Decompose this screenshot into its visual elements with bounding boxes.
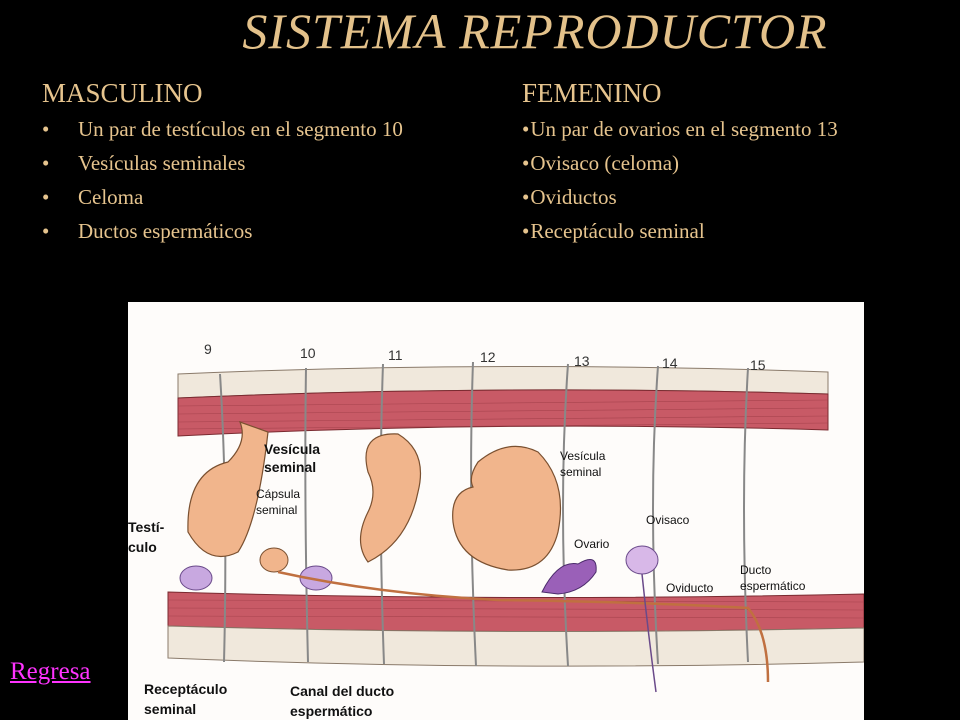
masculino-column: MASCULINO •Un par de testículos en el se… (42, 78, 462, 253)
diagram-label: Ducto (740, 563, 772, 577)
seminal-vesicle-1 (187, 420, 269, 558)
bullet-icon: • (42, 219, 50, 243)
seminal-receptacle (299, 565, 333, 591)
bullet-icon: • (522, 185, 530, 209)
slide-title: SISTEMA REPRODUCTOR (242, 3, 828, 59)
diagram-svg: 9 10 11 12 13 14 15 Vesícula seminal Cáp… (128, 341, 864, 719)
segment-number: 14 (662, 355, 678, 371)
bullet-icon: • (42, 151, 50, 175)
list-item: •Un par de ovarios en el segmento 13 (522, 117, 838, 141)
segment-number: 11 (388, 347, 403, 363)
seminal-vesicle-3 (452, 445, 561, 571)
diagram-label: Oviducto (666, 581, 714, 595)
bullet-icon: • (522, 219, 530, 243)
bullet-icon: • (522, 151, 530, 175)
diagram-label: espermático (740, 579, 806, 593)
diagram-label: seminal (264, 459, 316, 475)
seminal-receptacle (179, 565, 213, 591)
list-item: •Ductos espermáticos (42, 219, 253, 243)
femenino-heading: FEMENINO (522, 78, 662, 108)
diagram-label: seminal (560, 465, 601, 479)
femenino-list: •Un par de ovarios en el segmento 13 •Ov… (522, 117, 942, 243)
diagram-label: Canal del ducto (290, 683, 394, 699)
diagram-label: Testí- (128, 519, 165, 535)
list-item: •Oviductos (522, 185, 617, 209)
sperm-duct (277, 570, 770, 683)
list-item: •Un par de testículos en el segmento 10 (42, 117, 403, 141)
diagram-label: Vesícula (264, 441, 320, 457)
masculino-list: •Un par de testículos en el segmento 10 … (42, 117, 462, 243)
bullet-icon: • (522, 117, 530, 141)
diagram-label: seminal (144, 701, 196, 717)
diagram-label: Ovario (574, 537, 610, 551)
ovary (541, 559, 597, 595)
femenino-column: FEMENINO •Un par de ovarios en el segmen… (522, 78, 942, 253)
regresa-link[interactable]: Regresa (10, 658, 91, 685)
segment-number: 15 (750, 357, 766, 373)
list-item: •Celoma (42, 185, 144, 209)
diagram-label: culo (128, 539, 157, 555)
bullet-icon: • (42, 117, 50, 141)
diagram-label: seminal (256, 503, 297, 517)
segment-number: 13 (574, 353, 590, 369)
list-item: •Ovisaco (celoma) (522, 151, 680, 175)
list-item: •Vesículas seminales (42, 151, 246, 175)
oviduct (641, 573, 657, 693)
masculino-heading: MASCULINO (42, 78, 203, 108)
ovisac (625, 545, 659, 575)
seminal-vesicle-2 (359, 433, 422, 563)
diagram-label: Receptáculo (144, 681, 227, 697)
diagram-label: espermático (290, 703, 372, 719)
diagram-label: Vesícula (560, 449, 606, 463)
segment-number: 9 (204, 341, 212, 357)
diagram-label: Ovisaco (646, 513, 690, 527)
bullet-icon: • (42, 185, 50, 209)
segment-number: 12 (480, 349, 496, 365)
diagram-label: Cápsula (256, 487, 300, 501)
list-item: •Receptáculo seminal (522, 219, 705, 243)
testis (259, 547, 289, 573)
reproductive-diagram: 9 10 11 12 13 14 15 Vesícula seminal Cáp… (128, 302, 864, 720)
segment-number: 10 (300, 345, 316, 361)
epidermis-bottom (167, 625, 864, 667)
